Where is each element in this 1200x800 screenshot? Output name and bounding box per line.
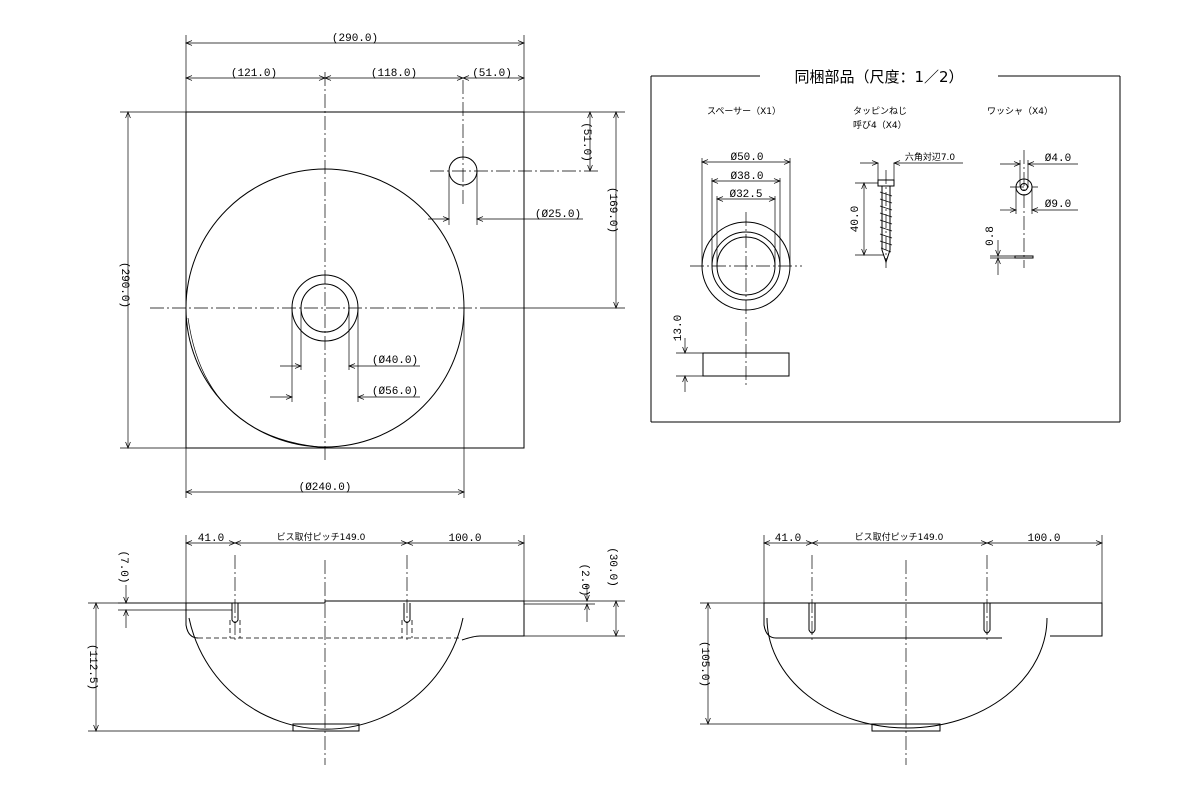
side-dim-left: 41.0 bbox=[775, 533, 801, 545]
side-rim bbox=[764, 602, 1103, 637]
front-dim-lip: (7.0) bbox=[117, 550, 129, 583]
spacer-side bbox=[702, 352, 790, 377]
spacer-label: スペーサー（X1） bbox=[707, 106, 781, 117]
front-dim-depth: (112.5) bbox=[86, 644, 98, 690]
dim-hole-to-edge: (51.0) bbox=[472, 68, 512, 80]
screw-label-2: 呼び4（X4） bbox=[853, 120, 907, 131]
washer-side bbox=[1014, 255, 1034, 259]
accessories-title: 同梱部品（尺度：1／2） bbox=[794, 68, 963, 86]
spacer-height: 13.0 bbox=[673, 315, 685, 341]
front-dim-left: 41.0 bbox=[198, 533, 224, 545]
dim-hole-from-top: (51.0) bbox=[580, 122, 592, 162]
dim-center-to-hole: (118.0) bbox=[371, 68, 417, 80]
front-dim-rim: (30.0) bbox=[606, 547, 618, 587]
screw-label-1: タッピンねじ bbox=[853, 106, 907, 117]
dim-drain-outer: (Ø56.0) bbox=[372, 386, 418, 398]
screw-length: 40.0 bbox=[850, 206, 862, 232]
basin-outline bbox=[185, 111, 525, 449]
washer-thickness: 0.8 bbox=[985, 226, 997, 246]
washer-outer-dim: Ø9.0 bbox=[1045, 199, 1071, 211]
side-bowl-profile bbox=[766, 617, 1048, 729]
washer-label: ワッシャ（X4） bbox=[987, 106, 1053, 117]
plan-view: (290.0) (121.0) (118.0) (51.0) (51.0) (1… bbox=[118, 33, 625, 498]
side-view: 41.0 ビス取付ピッチ149.0 100.0 (105.0) bbox=[698, 532, 1103, 765]
spacer-d1: Ø50.0 bbox=[730, 152, 763, 164]
screw-hex: 六角対辺7.0 bbox=[905, 151, 956, 163]
dim-overall-height: (290.0) bbox=[118, 262, 130, 308]
drain-stub bbox=[292, 723, 360, 732]
washer-inner-dim: Ø4.0 bbox=[1045, 153, 1071, 165]
accessories-panel: 同梱部品（尺度：1／2） スペーサー（X1） Ø50.0 Ø38.0 Ø32.5… bbox=[650, 68, 1121, 423]
dim-overall-width: (290.0) bbox=[332, 33, 378, 45]
dim-bowl-diameter: (Ø240.0) bbox=[299, 482, 352, 494]
side-dim-pitch: ビス取付ピッチ149.0 bbox=[855, 532, 944, 543]
front-dim-pitch: ビス取付ピッチ149.0 bbox=[277, 532, 366, 543]
dim-center-from-top: (169.0) bbox=[606, 187, 618, 233]
front-view: 41.0 ビス取付ピッチ149.0 100.0 (7.0) (112.5) (2… bbox=[86, 532, 625, 765]
dim-hole-diameter: (Ø25.0) bbox=[535, 209, 581, 221]
side-dim-right: 100.0 bbox=[1027, 533, 1060, 545]
dim-left-to-center: (121.0) bbox=[231, 68, 277, 80]
spacer-d3: Ø32.5 bbox=[729, 189, 762, 201]
side-dim-depth: (105.0) bbox=[698, 641, 710, 687]
front-dim-step: (2.0) bbox=[578, 563, 590, 596]
front-dim-right: 100.0 bbox=[448, 533, 481, 545]
bowl-shadow-arc bbox=[187, 317, 331, 449]
rim-outline bbox=[186, 600, 525, 641]
dim-drain-inner: (Ø40.0) bbox=[372, 355, 418, 367]
spacer-d2: Ø38.0 bbox=[730, 171, 763, 183]
bowl-profile bbox=[188, 617, 464, 730]
